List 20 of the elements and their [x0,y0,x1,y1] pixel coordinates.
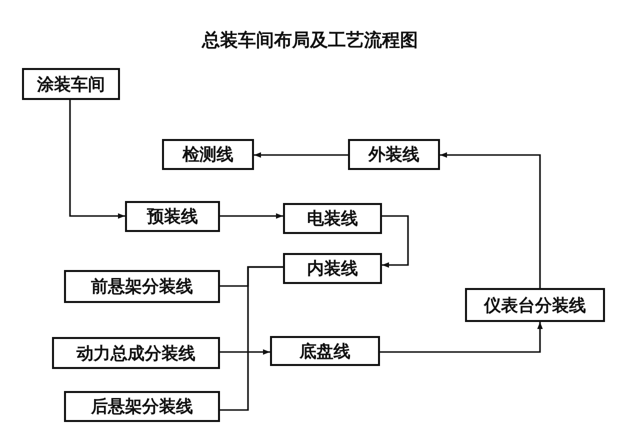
process-box: 检测线 [162,139,254,170]
arrow [220,349,270,355]
arrow [440,152,541,288]
process-box: 预装线 [125,201,220,232]
process-box: 后悬架分装线 [64,391,220,422]
process-box: 外装线 [348,139,440,170]
diagram-title: 总装车间布局及工艺流程图 [200,29,419,52]
arrow [220,213,283,219]
arrow [382,215,409,268]
process-box: 底盘线 [270,336,380,366]
process-box: 内装线 [283,253,382,284]
arrow [380,322,543,353]
arrow [254,152,348,158]
process-box: 涂装车间 [22,68,120,100]
arrow [69,100,125,219]
process-box: 仪表台分装线 [465,288,605,322]
process-box: 前悬架分装线 [64,270,220,303]
process-box: 动力总成分装线 [52,337,220,369]
connector-line [220,266,283,411]
process-box: 电装线 [283,203,382,234]
